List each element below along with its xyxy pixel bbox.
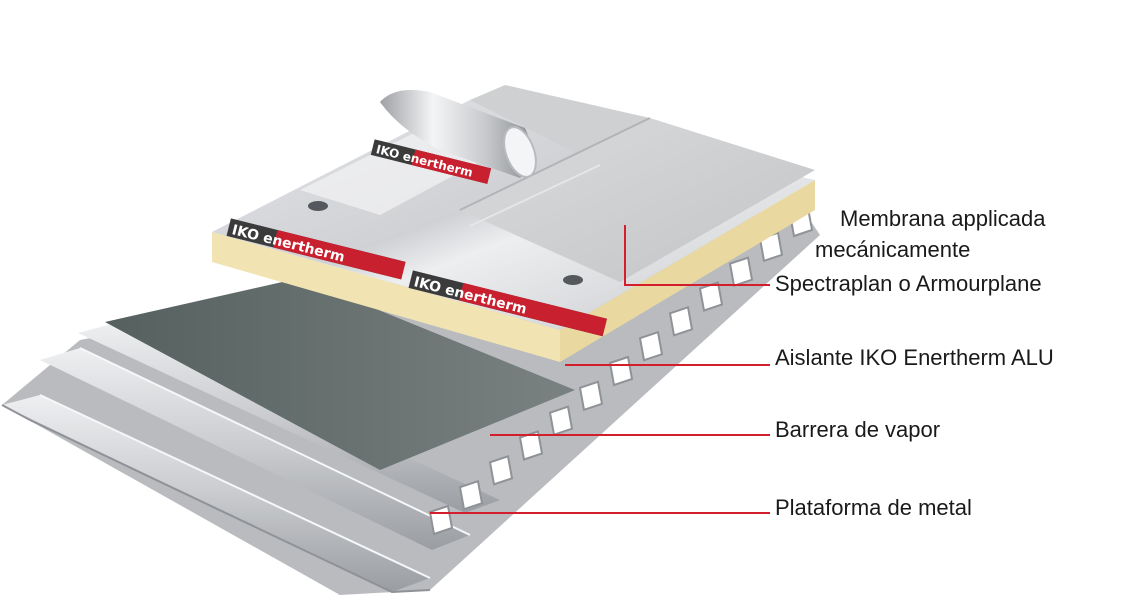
deck-rib-end-5: [668, 306, 694, 337]
deck-rib-end-10: [518, 430, 544, 461]
label-membrane-line3: Spectraplan o Armourplane: [775, 271, 1042, 296]
deck-rib-end-11: [488, 455, 514, 486]
fastener-plate-1: [308, 201, 328, 211]
iko-logo-2-red: [459, 282, 607, 337]
deck-rib-end-13: [428, 504, 454, 536]
membrane-roll-body: [380, 89, 532, 178]
iko-logo-1-red: [273, 229, 406, 280]
metal-deck-ridge-1: [39, 394, 431, 579]
label-metal-deck: Plataforma de metal: [775, 495, 972, 520]
label-insulation: Aislante IKO Enertherm ALU: [775, 345, 1054, 370]
membrane-seam: [459, 117, 651, 211]
membrane-roll-end: [503, 126, 537, 178]
membrane-sheet-main: [460, 118, 815, 282]
deck-rib-end-12: [458, 479, 484, 511]
leader-membrane: [624, 225, 770, 286]
insulation-right-face: [560, 180, 815, 362]
fastener-plate-2: [563, 275, 583, 285]
deck-rib-end-7: [608, 355, 634, 387]
vapor-barrier-layer: [105, 278, 575, 470]
metal-deck-edge: [1, 404, 431, 594]
leader-lines: [430, 225, 770, 514]
insulation-front-face: [212, 232, 560, 362]
membrane-layer: [459, 85, 815, 282]
label-membrane-line1: Membrana applicada: [840, 206, 1046, 231]
deck-rib-end-4: [698, 281, 724, 312]
label-vapor-barrier: Barrera de vapor: [775, 417, 941, 442]
metal-deck-rib-2: [40, 348, 470, 550]
metal-deck-ridge-2: [79, 347, 471, 536]
membrane-lap-line: [469, 164, 601, 227]
label-membrane-line2: mecánicamente: [815, 237, 971, 262]
deck-rib-end-3: [728, 256, 754, 287]
metal-deck-ribs-end: [428, 206, 814, 536]
metal-deck-rib-1: [2, 395, 430, 592]
deck-rib-end-6: [638, 330, 664, 362]
membrane-roll: [380, 89, 537, 178]
deck-rib-end-9: [548, 405, 574, 436]
iko-logo-group: IKO enertherm IKO enertherm IKO enerther…: [226, 139, 607, 337]
iko-logo-3-red: [411, 149, 492, 184]
deck-rib-end-8: [578, 380, 604, 412]
